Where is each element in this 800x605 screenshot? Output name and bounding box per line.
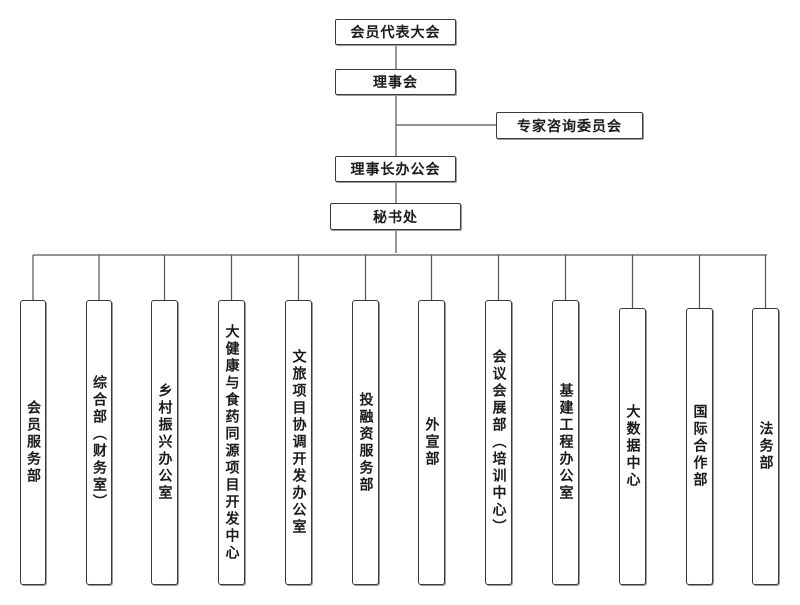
department-box-conference-exhibition: 会议会展部（培训中心） — [485, 300, 512, 585]
department-box-culture-tourism: 文旅项目协调开发办公室 — [285, 300, 312, 585]
chairman-office-label: 理事长办公会 — [350, 162, 441, 178]
department-box-infrastructure: 基建工程办公室 — [552, 300, 579, 585]
department-label: 综合部（财务室） — [91, 374, 107, 511]
department-label: 会议会展部（培训中心） — [490, 349, 507, 536]
department-box-general: 综合部（财务室） — [86, 300, 112, 585]
department-label: 国际合作部 — [691, 404, 708, 489]
secretariat-box: 秘书处 — [330, 203, 461, 230]
department-label: 投融资服务部 — [357, 391, 374, 494]
department-label: 外宣部 — [423, 417, 440, 468]
department-label: 法务部 — [757, 421, 774, 472]
department-label: 基建工程办公室 — [557, 383, 574, 502]
secretariat-label: 秘书处 — [373, 209, 418, 226]
department-box-health-project-center: 大健康与食药同源项目开发中心 — [218, 300, 245, 585]
department-label: 大健康与食药同源项目开发中心 — [223, 323, 240, 562]
chairman-office-box: 理事长办公会 — [335, 156, 456, 182]
department-box-member-services: 会员服务部 — [20, 300, 46, 585]
department-box-rural-revitalization: 乡村振兴办公室 — [151, 300, 178, 585]
department-label: 文旅项目协调开发办公室 — [290, 349, 307, 536]
department-box-investment-finance: 投融资服务部 — [352, 300, 379, 585]
department-box-international: 国际合作部 — [686, 308, 713, 585]
council-box: 理事会 — [335, 69, 456, 95]
member-assembly-box: 会员代表大会 — [335, 19, 456, 45]
department-label: 会员服务部 — [25, 400, 41, 485]
department-box-legal: 法务部 — [752, 308, 779, 585]
department-box-publicity: 外宣部 — [418, 300, 445, 585]
expert-committee-box: 专家咨询委员会 — [496, 112, 643, 139]
department-box-big-data: 大数据中心 — [619, 308, 646, 585]
department-label: 乡村振兴办公室 — [156, 383, 173, 502]
member-assembly-label: 会员代表大会 — [350, 25, 441, 41]
department-label: 大数据中心 — [624, 404, 641, 489]
council-label: 理事会 — [373, 75, 418, 91]
expert-committee-label: 专家咨询委员会 — [517, 118, 622, 135]
